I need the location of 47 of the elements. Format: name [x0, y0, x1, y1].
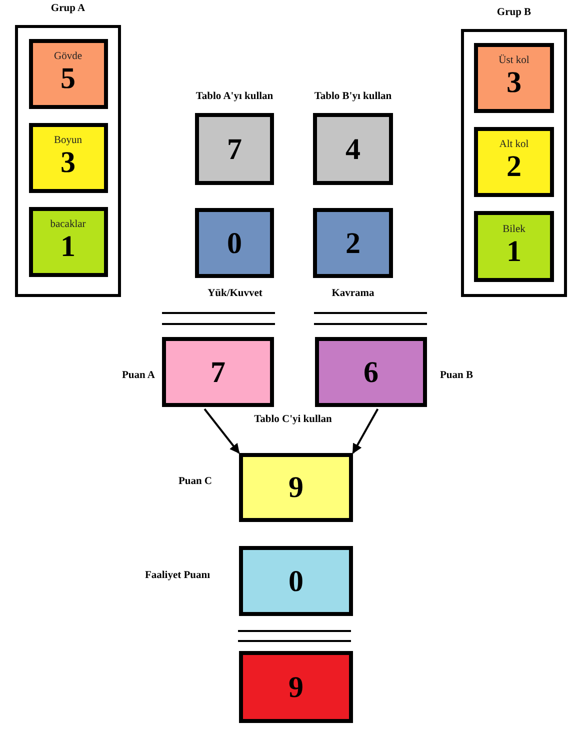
score-box — [315, 337, 427, 407]
score-box — [239, 651, 353, 723]
score-label: Faaliyet Puanı — [144, 570, 210, 581]
body-part-label: Üst kol — [498, 55, 530, 66]
score-label: Puan C — [177, 476, 212, 487]
score-box — [474, 211, 554, 282]
body-part-label: Bilek — [502, 224, 526, 234]
body-part-label: Gövde — [54, 51, 82, 62]
score-box — [313, 208, 393, 278]
score-box — [195, 208, 274, 278]
score-box — [474, 43, 554, 113]
caption-label: Kavrama — [330, 288, 376, 299]
score-label: Puan B — [440, 370, 474, 381]
score-box — [28, 39, 108, 109]
body-part-label: Boyun — [54, 135, 82, 146]
score-value: 2 — [346, 226, 360, 260]
group-title: Grup B — [496, 6, 532, 20]
group-title: Grup A — [50, 2, 86, 16]
table-heading: Tablo A'yı kullan — [196, 90, 274, 104]
score-value: 3 — [506, 66, 522, 99]
score-value: 2 — [506, 150, 522, 183]
score-value: 1 — [506, 234, 522, 268]
score-value: 1 — [60, 230, 76, 263]
arrow — [352, 408, 379, 454]
score-value: 9 — [288, 670, 304, 704]
score-value: 5 — [60, 62, 76, 95]
score-value: 0 — [288, 564, 304, 598]
score-box — [162, 337, 274, 407]
score-value: 9 — [288, 471, 304, 504]
caption-label: Tablo C'yi kullan — [253, 414, 333, 425]
arrow — [204, 408, 240, 454]
score-box — [474, 127, 554, 197]
score-value: 6 — [364, 356, 378, 388]
score-value: 7 — [227, 132, 242, 166]
score-value: 3 — [60, 146, 76, 179]
body-part-label: Alt kol — [499, 139, 529, 150]
body-part-label: bacaklar — [50, 219, 86, 230]
score-value: 0 — [227, 226, 242, 260]
score-box — [239, 453, 353, 522]
caption-label: Yük/Kuvvet — [206, 288, 264, 299]
score-box — [28, 207, 108, 277]
table-heading: Tablo B'yı kullan — [314, 90, 392, 104]
score-box — [239, 546, 353, 616]
score-value: 4 — [346, 132, 360, 166]
score-box — [28, 123, 108, 193]
score-value: 7 — [210, 356, 226, 388]
score-label: Puan A — [121, 370, 155, 381]
